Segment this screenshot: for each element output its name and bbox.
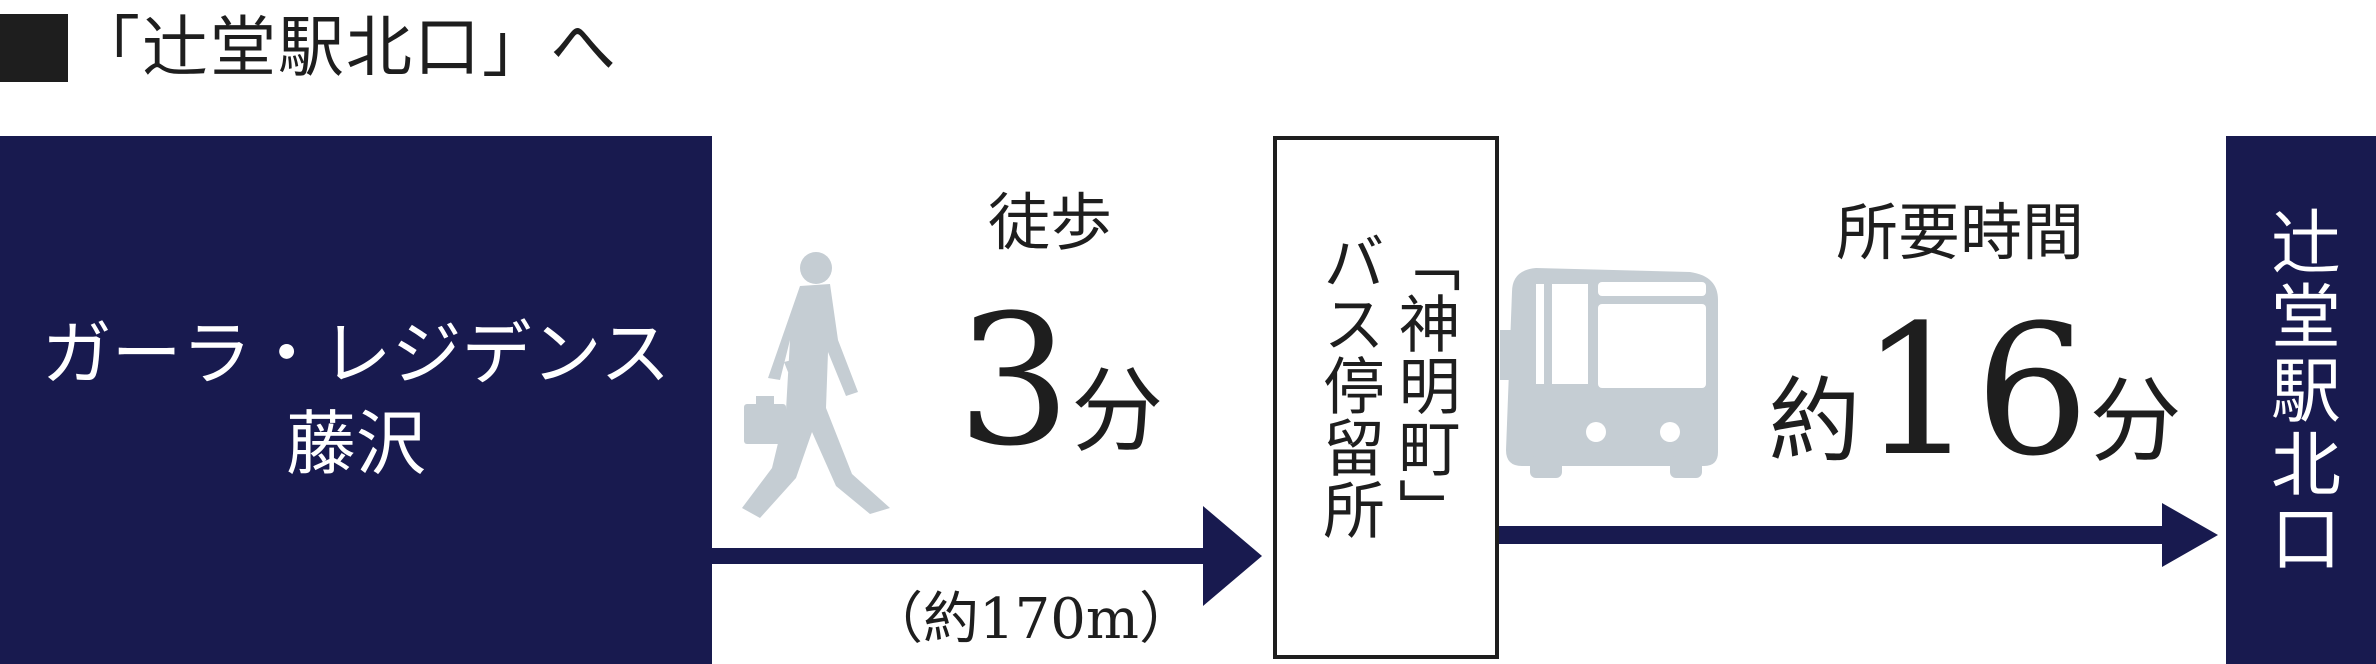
bus-prefix: 約 — [1768, 368, 1861, 475]
bus-label: 所要時間 — [1835, 196, 2084, 269]
bus-stop-name: 「神明町」 バス停留所 — [1310, 230, 1461, 655]
walk-arrow — [712, 506, 1262, 606]
bus-unit: 分 — [2089, 368, 2182, 475]
heading-text: 「辻堂駅北口」へ — [74, 9, 618, 86]
bus-stop-box: 「神明町」 バス停留所 — [1273, 136, 1499, 659]
walk-label: 徒歩 — [987, 186, 1112, 259]
bus-arrow — [1499, 503, 2218, 567]
bus-stop-line2: バス停留所 — [1312, 230, 1385, 540]
destination-box: 辻堂駅北口 — [2226, 136, 2376, 664]
bus-stop-line1: 「神明町」 — [1387, 230, 1461, 540]
bus-time: 約16分 — [1740, 302, 2210, 482]
walk-time: 3分 — [900, 292, 1220, 472]
origin-box: ガーラ・レジデンス 藤沢 — [0, 136, 712, 664]
destination-name: 辻堂駅北口 — [2259, 206, 2342, 576]
walk-distance: （約170m） — [867, 587, 1195, 652]
walk-unit: 分 — [1071, 358, 1164, 465]
section-heading: 「辻堂駅北口」へ — [0, 8, 618, 88]
bus-icon — [1500, 268, 1718, 478]
walking-person-icon — [742, 252, 890, 518]
bus-minutes: 16 — [1860, 287, 2090, 496]
heading-square-icon — [0, 14, 68, 82]
origin-name: ガーラ・レジデンス — [41, 313, 671, 396]
walk-minutes: 3 — [956, 277, 1072, 486]
origin-area: 藤沢 — [286, 403, 426, 485]
